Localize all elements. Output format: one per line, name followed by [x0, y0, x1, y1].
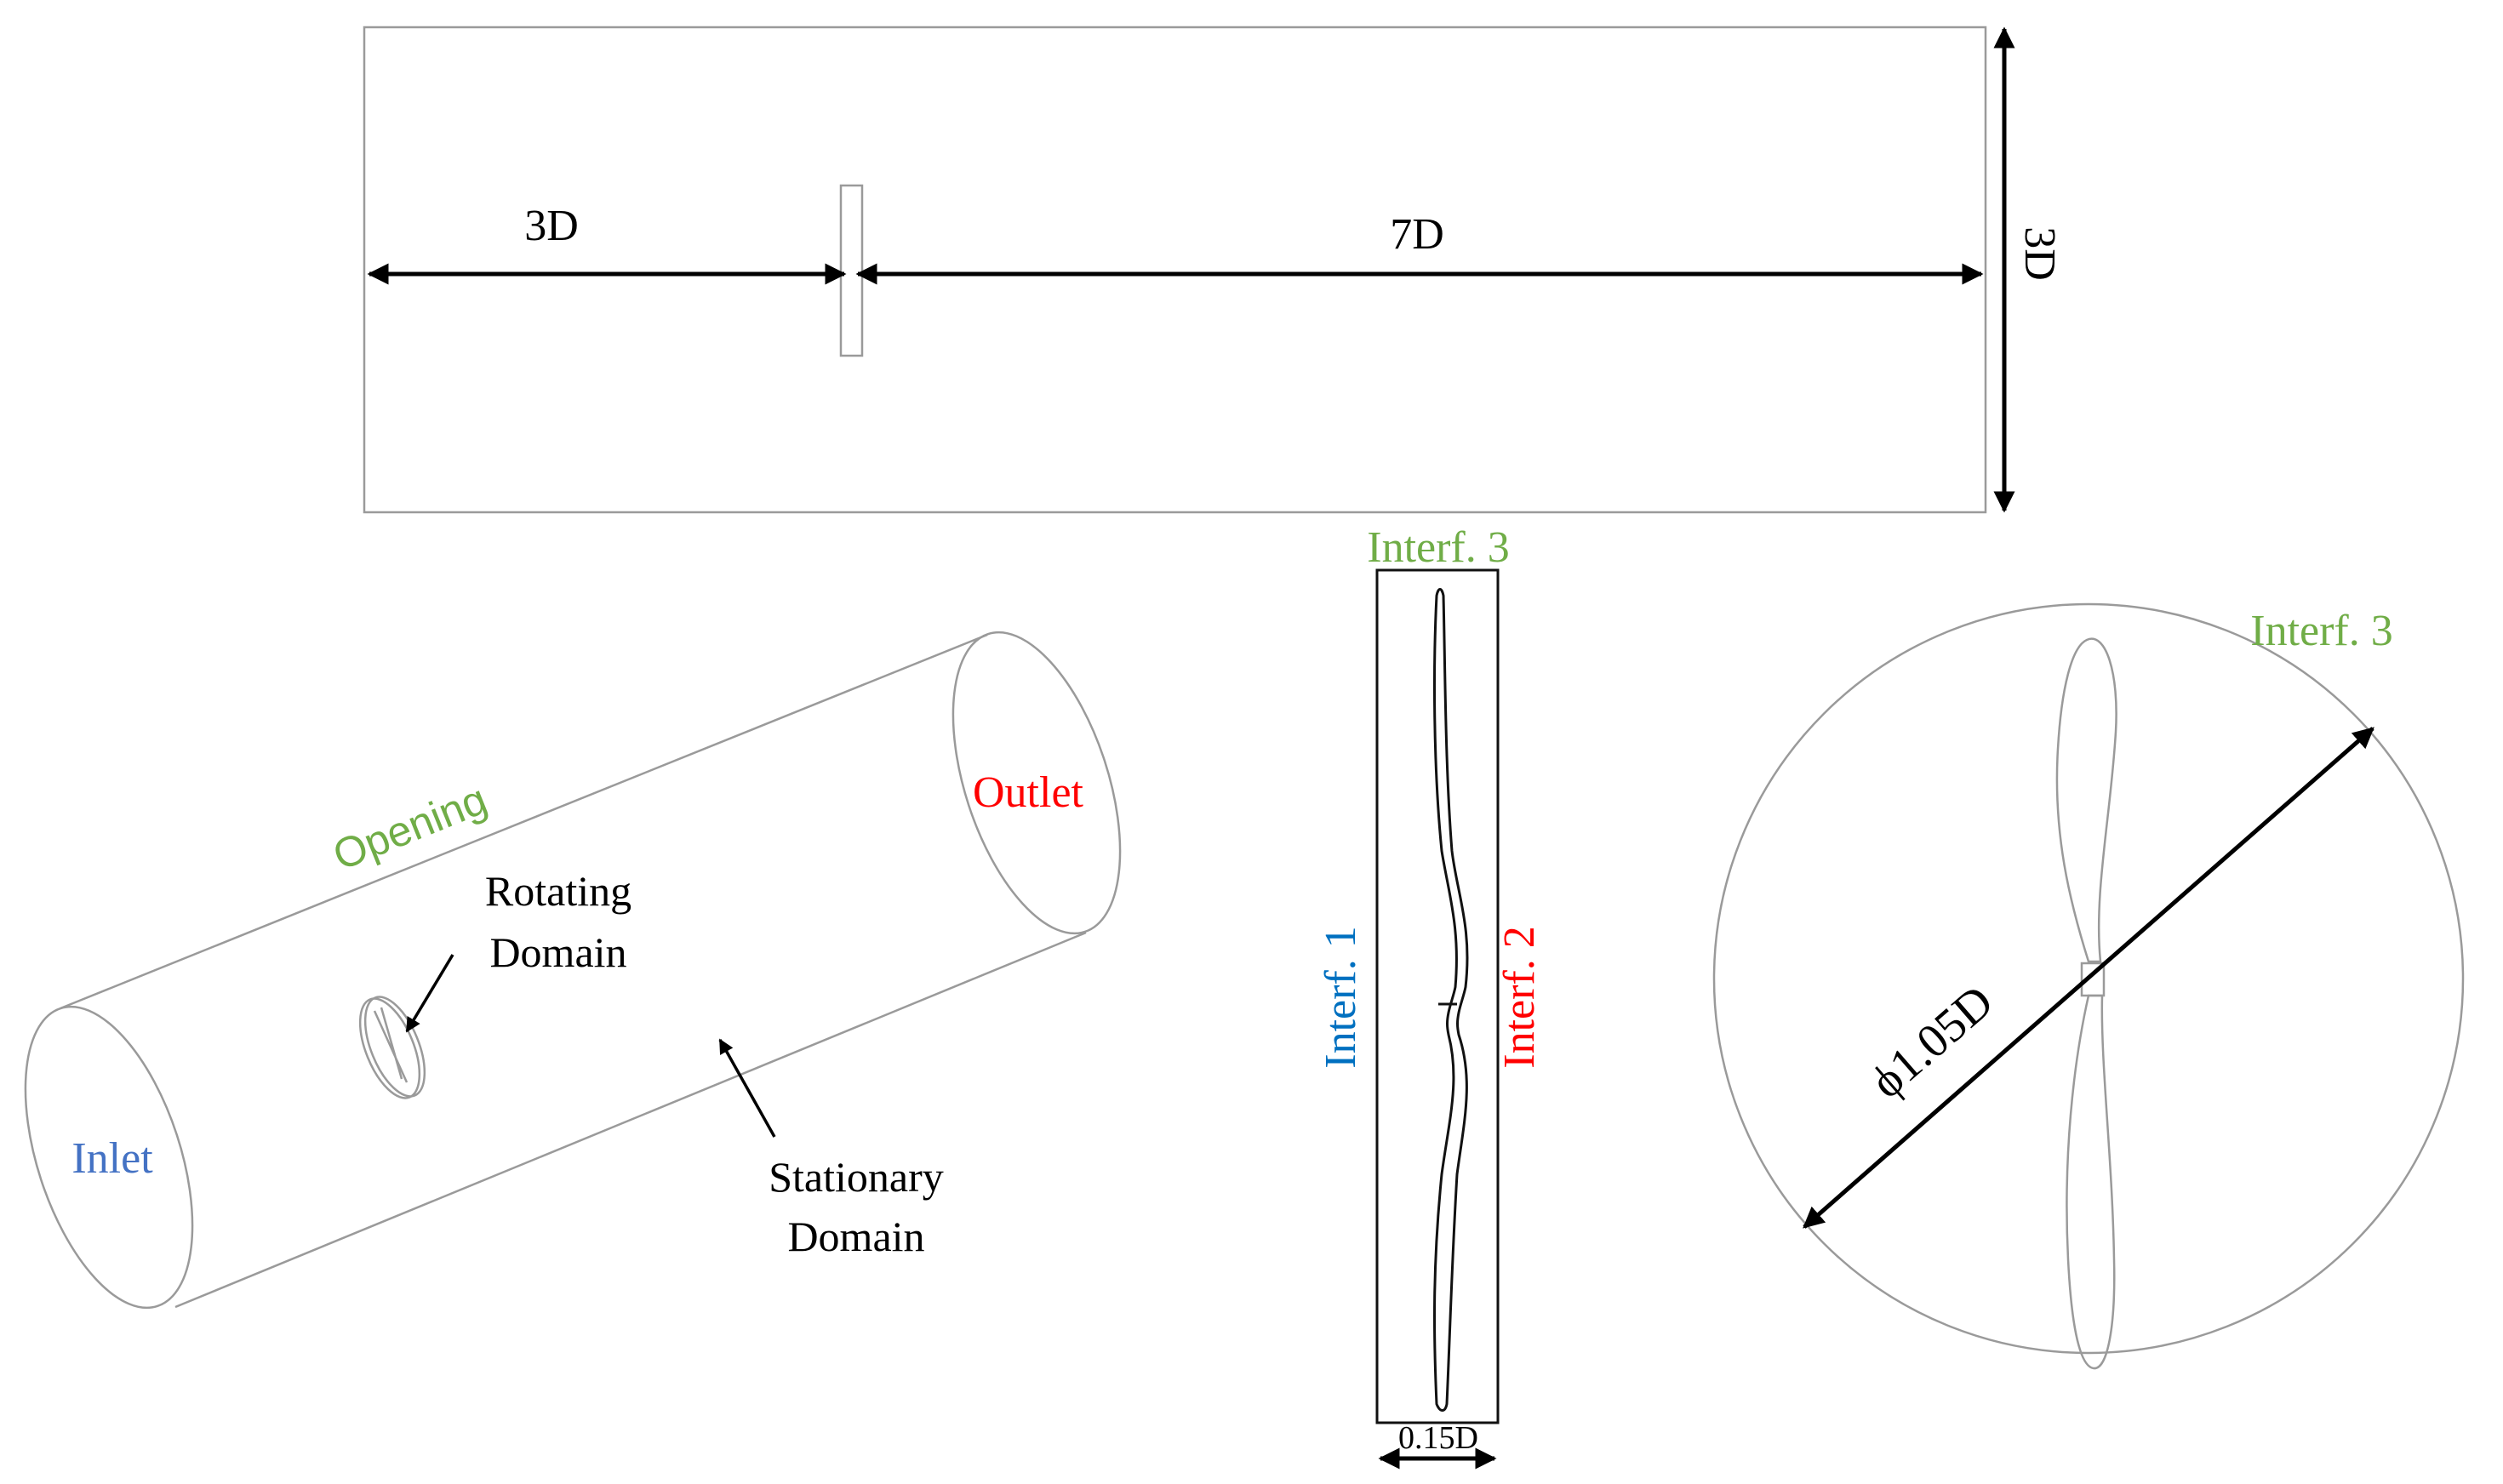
label-3d-upstream: 3D [524, 202, 579, 250]
label-outlet: Outlet [973, 768, 1084, 817]
label-interf2: Interf. 2 [1495, 926, 1544, 1068]
top-view: 3D 7D 3D [363, 26, 2064, 514]
blade-side-profile [1433, 588, 1469, 1412]
arrow-rotating-domain [405, 954, 454, 1033]
rotor-slab-top [839, 184, 864, 357]
label-7d-downstream: 7D [1390, 210, 1444, 259]
cylinder-bottom-edge [174, 931, 1087, 1309]
label-diameter: ϕ1.05D [1860, 975, 2003, 1109]
label-opening: Opening [327, 775, 494, 880]
rotating-slab-outline [1375, 568, 1500, 1424]
side-view: Interf. 3 Interf. 1 Interf. 2 0.15D [1317, 523, 1544, 1470]
label-interf1: Interf. 1 [1317, 926, 1365, 1068]
label-interf3-front: Interf. 3 [2250, 607, 2392, 655]
rotating-domain-disc [358, 996, 426, 1099]
blade-front-lower [2066, 994, 2116, 1370]
outlet-face [951, 631, 1122, 935]
isometric-view: Opening Outlet Inlet Rotating Domain Sta… [24, 631, 1122, 1310]
label-stationary-line1: Stationary [769, 1153, 944, 1201]
rotating-domain-circle [1712, 602, 2465, 1355]
label-interf3-side: Interf. 3 [1367, 523, 1509, 572]
label-thickness: 0.15D [1398, 1420, 1478, 1456]
arrow-stationary-domain [718, 1038, 776, 1138]
dim-line-diameter [1803, 727, 2374, 1229]
label-rotating-line2: Domain [489, 928, 626, 976]
label-inlet: Inlet [71, 1134, 153, 1183]
domain-outline-top [363, 26, 1987, 514]
front-view: Interf. 3 ϕ1.05D [1712, 602, 2465, 1370]
cylinder-top-edge [60, 633, 988, 1010]
label-3d-height: 3D [2015, 226, 2064, 281]
blade-front-upper [2055, 637, 2117, 963]
label-stationary-line2: Domain [787, 1213, 924, 1260]
label-rotating-line1: Rotating [485, 867, 631, 915]
